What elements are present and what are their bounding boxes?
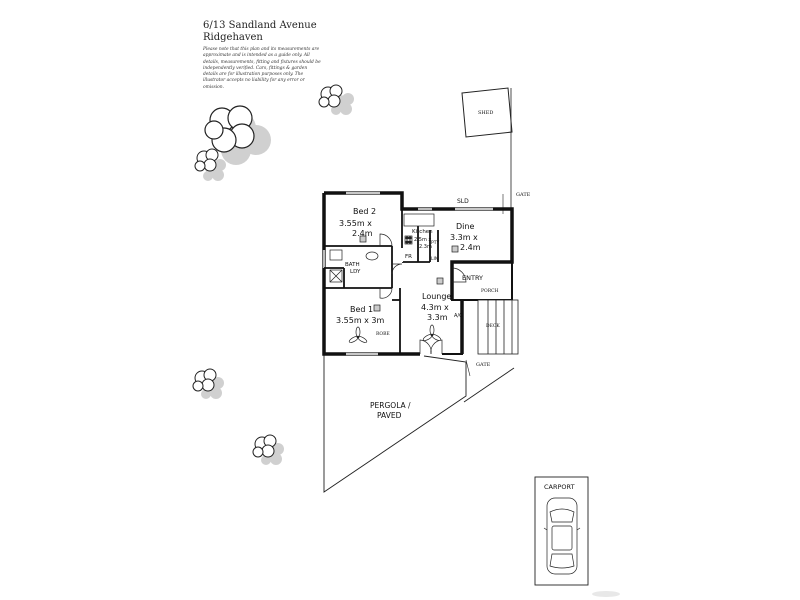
robe-label: ROBE — [376, 331, 390, 337]
disclaimer-text: Please note that this plan and its measu… — [203, 47, 321, 90]
dine-dims-1: 3.3m x — [450, 233, 478, 242]
carport: CARPORT — [534, 476, 589, 586]
light-fixtures — [359, 235, 459, 312]
kitchen-fixtures — [403, 213, 435, 245]
bush-lower-left — [192, 368, 224, 399]
lounge-dims-1: 4.3m x — [421, 303, 449, 312]
kitchen-name: Kitchen — [412, 229, 433, 235]
lin-label: LIN — [431, 256, 438, 262]
bath-label: BATH — [345, 262, 360, 268]
bed2-dims-2: 2.4m — [352, 229, 373, 238]
ac-label: A/C — [454, 313, 463, 319]
pergola-label-1: PERGOLA / — [370, 401, 411, 410]
bed1-name: Bed 1 — [350, 305, 373, 314]
address-line-2: Ridgehaven — [203, 32, 263, 43]
bed2-dims-1: 3.55m x — [339, 219, 372, 228]
fr-label: FR — [405, 254, 412, 260]
porch-label: PORCH — [481, 288, 499, 294]
ceiling-fan-bed1 — [347, 326, 369, 345]
tree-large — [204, 105, 271, 165]
deck-stairs — [477, 299, 519, 355]
shed-label: SHED — [478, 110, 493, 116]
bush-top — [318, 84, 354, 115]
kitchen-dims-1: 2.5m x — [414, 237, 431, 243]
bed1-dims: 3.55m x 3m — [336, 316, 385, 325]
entry-label: ENTRY — [462, 274, 483, 282]
address-line-1: 6/13 Sandland Avenue — [203, 20, 317, 31]
lounge-name: Lounge — [422, 292, 451, 301]
bush-left — [194, 148, 226, 181]
carport-label: CARPORT — [544, 483, 575, 491]
kitchen-dims-2: 2.3m — [419, 244, 432, 250]
lounge-dims-2: 3.3m — [427, 313, 448, 322]
dine-dims-2: 2.4m — [460, 243, 481, 252]
dine-name: Dine — [456, 222, 474, 231]
car-icon — [543, 497, 581, 575]
pergola-label-2: PAVED — [377, 411, 402, 420]
sld-label: SLD — [457, 198, 469, 205]
bush-lower — [252, 434, 284, 465]
pty-label: PTY — [431, 240, 439, 246]
doors — [379, 233, 467, 355]
gate-bottom-label: GATE — [476, 362, 491, 368]
ceiling-fan-lounge — [421, 324, 443, 343]
bath-fixtures — [329, 249, 379, 283]
gate-top-label: GATE — [516, 192, 531, 198]
bed2-name: Bed 2 — [353, 207, 376, 216]
deck-label: DECK — [486, 323, 500, 329]
ldy-label: LDY — [350, 269, 361, 275]
watermark — [592, 591, 620, 597]
shed: SHED — [461, 87, 513, 138]
pergola-area: PERGOLA / PAVED — [323, 354, 515, 493]
